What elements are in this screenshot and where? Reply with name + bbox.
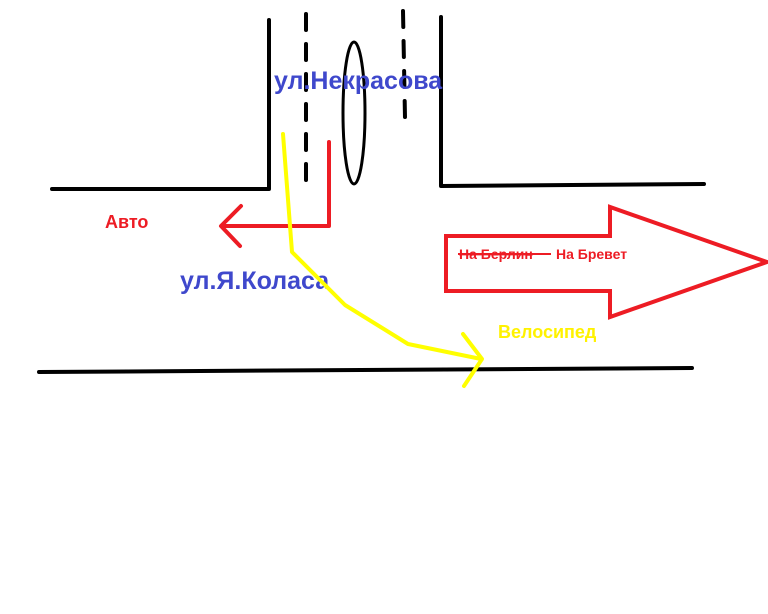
- destination-new-label: На Бревет: [556, 246, 627, 262]
- main-road-bottom-edge: [37, 366, 694, 374]
- car-label: Авто: [105, 212, 148, 232]
- bicycle-route-arrow: [281, 132, 484, 388]
- north-road-right-edge: [439, 15, 706, 188]
- street-label-north: ул.Некрасова: [274, 67, 443, 95]
- destination-arrow: [444, 204, 768, 320]
- car-route-arrow: [219, 140, 331, 248]
- bicycle-route-arrowhead: [461, 332, 484, 388]
- lane-divider-right: [401, 9, 407, 120]
- median-oval: [341, 40, 367, 186]
- car-route-path: [220, 140, 331, 228]
- north-road-left-edge: [50, 18, 271, 191]
- car-route-arrowhead: [219, 204, 243, 248]
- bicycle-route-path: [281, 132, 483, 361]
- road-lines: [37, 9, 706, 374]
- bicycle-label: Велосипед: [498, 322, 597, 342]
- street-label-main: ул.Я.Коласа: [180, 267, 330, 295]
